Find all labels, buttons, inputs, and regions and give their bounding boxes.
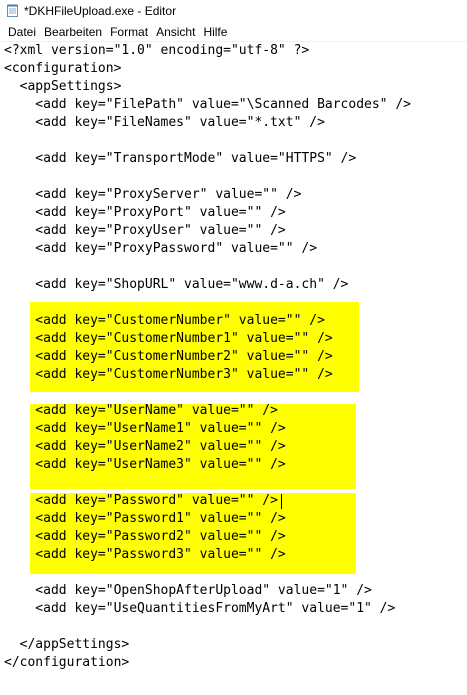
code-line: <add key="CustomerNumber" value="" /> <box>4 313 325 328</box>
code-line: <add key="UserName1" value="" /> <box>4 421 286 436</box>
text-cursor <box>281 494 282 509</box>
code-line: <?xml version="1.0" encoding="utf-8" ?> <box>4 43 310 58</box>
code-line: <add key="UserName2" value="" /> <box>4 439 286 454</box>
code-line: <add key="UserName3" value="" /> <box>4 457 286 472</box>
menu-datei[interactable]: Datei <box>8 25 37 39</box>
menu-ansicht[interactable]: Ansicht <box>156 25 196 39</box>
code-line: <add key="ProxyUser" value="" /> <box>4 223 286 238</box>
code-line: </appSettings> <box>4 637 130 652</box>
code-line: <add key="ProxyPassword" value="" /> <box>4 241 318 256</box>
code-line: </configuration> <box>4 655 130 670</box>
text-editor-area[interactable]: <?xml version="1.0" encoding="utf-8" ?> <… <box>0 42 467 695</box>
code-line: <configuration> <box>4 61 122 76</box>
menu-hilfe[interactable]: Hilfe <box>203 25 228 39</box>
code-line: <add key="CustomerNumber3" value="" /> <box>4 367 333 382</box>
code-line: <add key="ProxyPort" value="" /> <box>4 205 286 220</box>
menu-bar: Datei Bearbeiten Format Ansicht Hilfe <box>0 22 467 42</box>
code-line: <add key="Password3" value="" /> <box>4 547 286 562</box>
notepad-icon <box>7 4 18 17</box>
code-line: <add key="OpenShopAfterUpload" value="1"… <box>4 583 372 598</box>
code-line: <add key="ShopURL" value="www.d-a.ch" /> <box>4 277 349 292</box>
menu-bearbeiten[interactable]: Bearbeiten <box>44 25 103 39</box>
code-line: <add key="Password2" value="" /> <box>4 529 286 544</box>
title-bar[interactable]: *DKHFileUpload.exe - Editor <box>0 0 467 22</box>
code-line: <add key="ProxyServer" value="" /> <box>4 187 302 202</box>
code-line: <add key="Password1" value="" /> <box>4 511 286 526</box>
code-line: <add key="UserName" value="" /> <box>4 403 278 418</box>
menu-format[interactable]: Format <box>110 25 149 39</box>
code-line: <add key="UseQuantitiesFromMyArt" value=… <box>4 601 396 616</box>
window-title: *DKHFileUpload.exe - Editor <box>24 4 177 18</box>
highlight-customer-block <box>30 302 359 392</box>
code-line: <add key="CustomerNumber1" value="" /> <box>4 331 333 346</box>
code-line: <add key="CustomerNumber2" value="" /> <box>4 349 333 364</box>
code-line: <add key="Password" value="" /> <box>4 493 278 508</box>
code-line: <add key="FileNames" value="*.txt" /> <box>4 115 325 130</box>
highlight-password-block <box>30 493 356 574</box>
code-line: <add key="TransportMode" value="HTTPS" /… <box>4 151 357 166</box>
code-line: <add key="FilePath" value="\Scanned Barc… <box>4 97 411 112</box>
menu-divider <box>0 41 467 42</box>
code-line: <appSettings> <box>4 79 122 94</box>
highlight-username-block <box>30 404 356 489</box>
